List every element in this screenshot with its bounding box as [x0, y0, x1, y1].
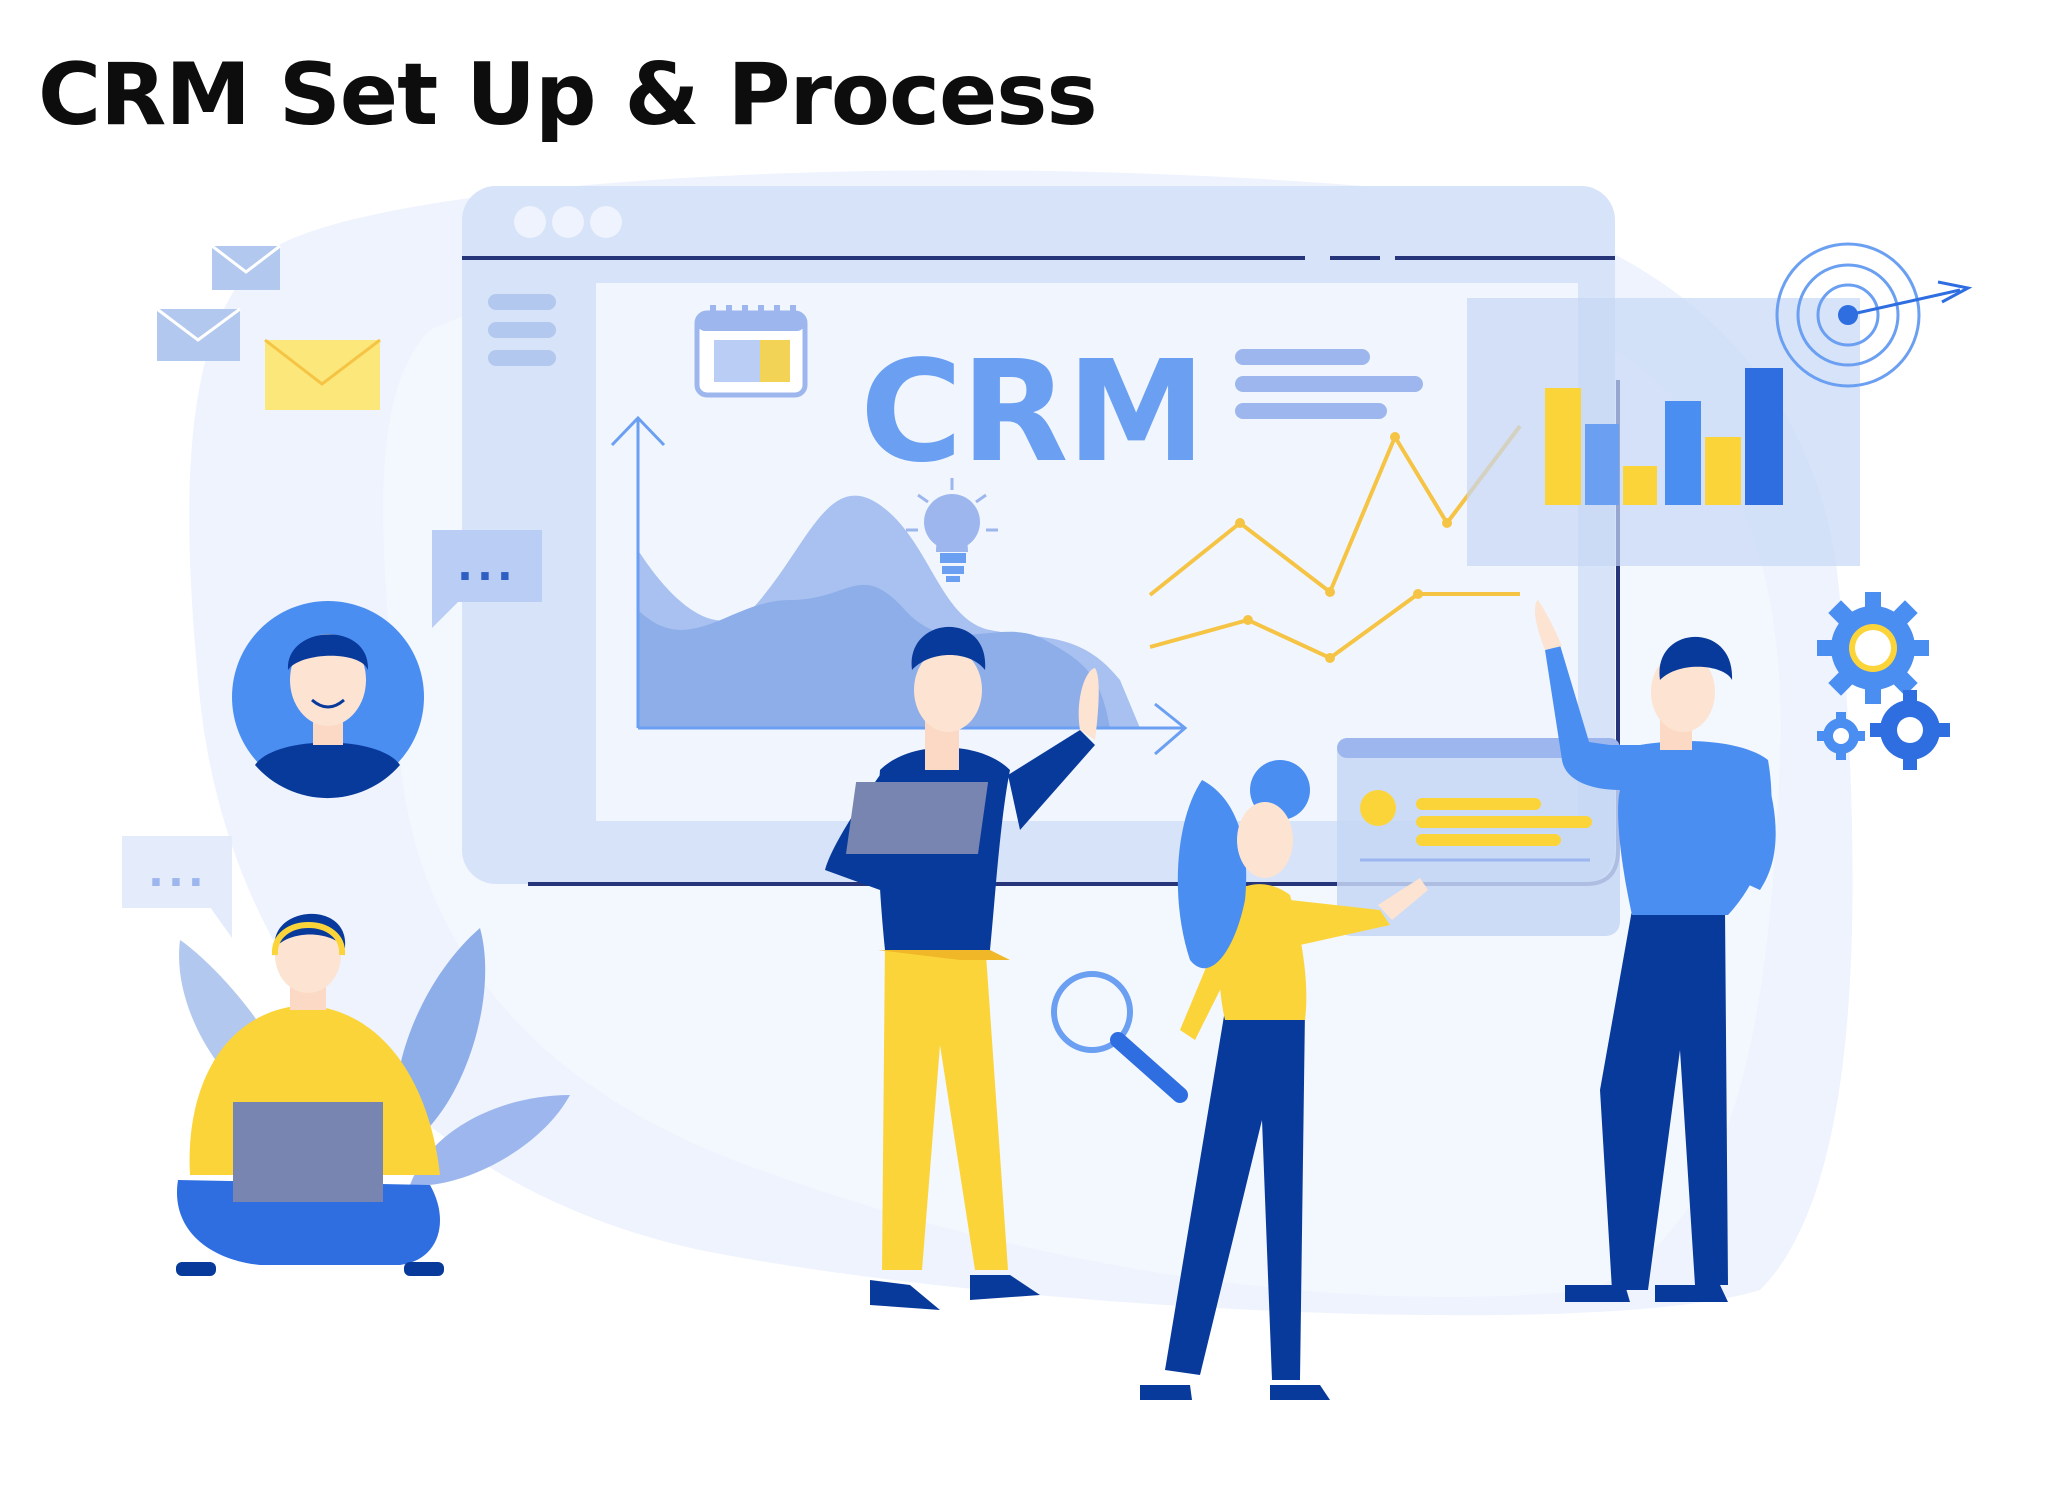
window-dot	[552, 206, 584, 238]
gear-icon	[1817, 712, 1865, 760]
envelope-icon	[211, 244, 281, 290]
chat-bubble-icon: ...	[122, 836, 232, 938]
sidebar-bar	[488, 294, 556, 310]
sidebar-bar	[488, 322, 556, 338]
envelope-icon	[156, 307, 241, 361]
target-icon	[1775, 242, 1973, 388]
magnifier-icon	[1051, 971, 1188, 1103]
text-line	[1235, 403, 1387, 419]
text-line	[1235, 349, 1370, 365]
avatar-icon	[232, 601, 424, 799]
text-line	[1235, 376, 1423, 392]
calendar-icon	[694, 305, 808, 398]
person-presenting	[1534, 600, 1776, 1302]
bar-chart-icon	[1467, 298, 1860, 566]
sidebar-bar	[488, 350, 556, 366]
chat-bubble-text: ...	[148, 847, 208, 896]
gear-icon	[1870, 690, 1950, 770]
gear-icon	[1817, 592, 1929, 704]
window-dot	[514, 206, 546, 238]
line-chart-icon	[1148, 424, 1522, 663]
person-with-tablet	[825, 626, 1099, 1310]
crm-screen-label: CRM	[860, 331, 1204, 494]
page-title: CRM Set Up & Process	[38, 45, 1098, 145]
person-with-headset	[176, 913, 444, 1276]
envelope-icon	[264, 338, 381, 410]
lightbulb-icon	[906, 478, 998, 582]
window-dot	[590, 206, 622, 238]
area-chart-icon	[610, 415, 1188, 756]
person-pointing	[1140, 760, 1428, 1400]
chat-bubble-text: ...	[457, 541, 517, 590]
chat-bubble-icon: ...	[432, 530, 542, 628]
